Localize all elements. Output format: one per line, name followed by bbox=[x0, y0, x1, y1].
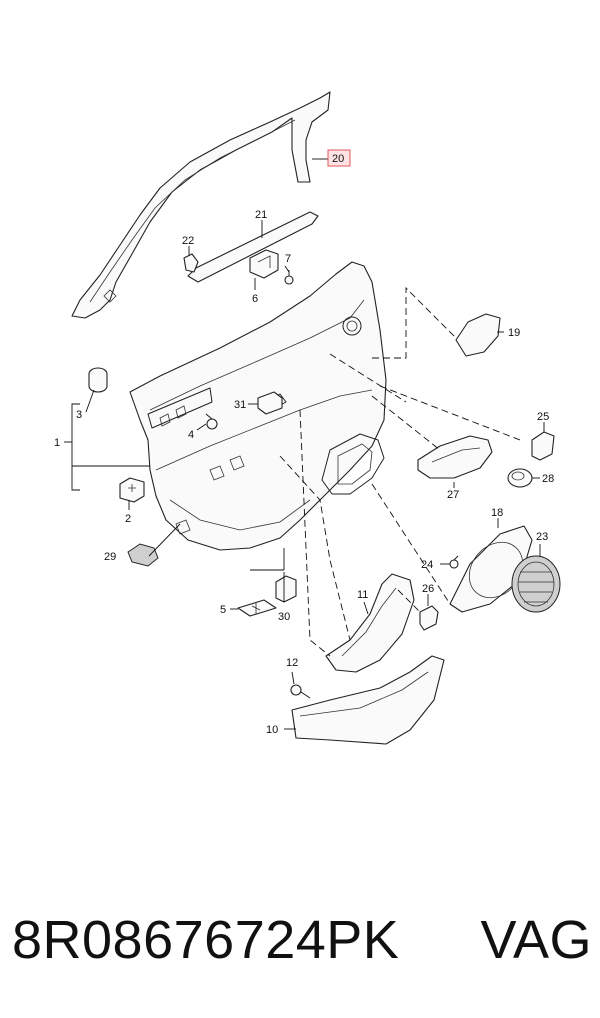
window-frame-trim-part bbox=[71, 91, 331, 319]
label-1: 1 bbox=[54, 437, 60, 449]
label-18: 18 bbox=[491, 507, 503, 519]
clip-part-30 bbox=[275, 575, 297, 603]
screw-part-24 bbox=[449, 555, 459, 569]
cover-part-19 bbox=[455, 313, 501, 357]
screw-part-7 bbox=[284, 270, 294, 285]
label-20: 20 bbox=[332, 153, 344, 165]
armrest-part-10 bbox=[291, 655, 445, 745]
bracket-part bbox=[249, 249, 279, 279]
label-2: 2 bbox=[125, 513, 131, 525]
grab-handle-part-11 bbox=[325, 573, 415, 673]
clip-part-22 bbox=[183, 253, 199, 273]
footer: 8R08676724PK VAG bbox=[12, 900, 592, 980]
cap-part-25 bbox=[531, 431, 555, 461]
label-25: 25 bbox=[537, 411, 549, 423]
label-30: 30 bbox=[278, 611, 290, 623]
speaker-grille-part-23 bbox=[511, 555, 561, 613]
insert-part-31 bbox=[257, 391, 283, 415]
part-labels: 20 21 22 7 6 19 3 1 31 4 25 28 27 2 18 2… bbox=[54, 149, 554, 736]
label-11: 11 bbox=[357, 589, 368, 601]
pad-part-5 bbox=[237, 599, 277, 617]
block-part-2 bbox=[119, 477, 145, 503]
plug-part-3 bbox=[88, 367, 108, 393]
label-23: 23 bbox=[536, 531, 548, 543]
label-26: 26 bbox=[422, 583, 434, 595]
label-24: 24 bbox=[421, 559, 433, 571]
label-28: 28 bbox=[542, 473, 554, 485]
label-7: 7 bbox=[285, 253, 291, 265]
label-5: 5 bbox=[220, 604, 226, 616]
label-12: 12 bbox=[286, 657, 298, 669]
part-number: 8R08676724PK bbox=[12, 910, 400, 970]
door-trim-exploded-diagram: 20 21 22 7 6 19 3 1 31 4 25 28 27 2 18 2… bbox=[54, 91, 561, 745]
clip-part-26 bbox=[419, 605, 439, 631]
label-27: 27 bbox=[447, 489, 459, 501]
label-19: 19 bbox=[508, 327, 520, 339]
assembly-dashed-lines bbox=[279, 286, 521, 657]
label-4: 4 bbox=[188, 429, 194, 441]
label-31: 31 bbox=[234, 399, 246, 411]
end-cap-part-29 bbox=[127, 543, 159, 567]
label-22: 22 bbox=[182, 235, 194, 247]
label-6: 6 bbox=[252, 293, 258, 305]
highlight-box-20 bbox=[327, 149, 351, 167]
label-3: 3 bbox=[76, 409, 82, 421]
label-10: 10 bbox=[266, 724, 278, 736]
label-29: 29 bbox=[104, 551, 116, 563]
knob-part-28 bbox=[507, 468, 533, 488]
label-21: 21 bbox=[255, 209, 267, 221]
brand-label: VAG bbox=[480, 910, 592, 970]
screw-part-12 bbox=[290, 684, 311, 699]
leader-lines bbox=[64, 158, 545, 730]
screw-part-4 bbox=[205, 413, 218, 430]
handle-bracket-part-27 bbox=[417, 435, 493, 479]
